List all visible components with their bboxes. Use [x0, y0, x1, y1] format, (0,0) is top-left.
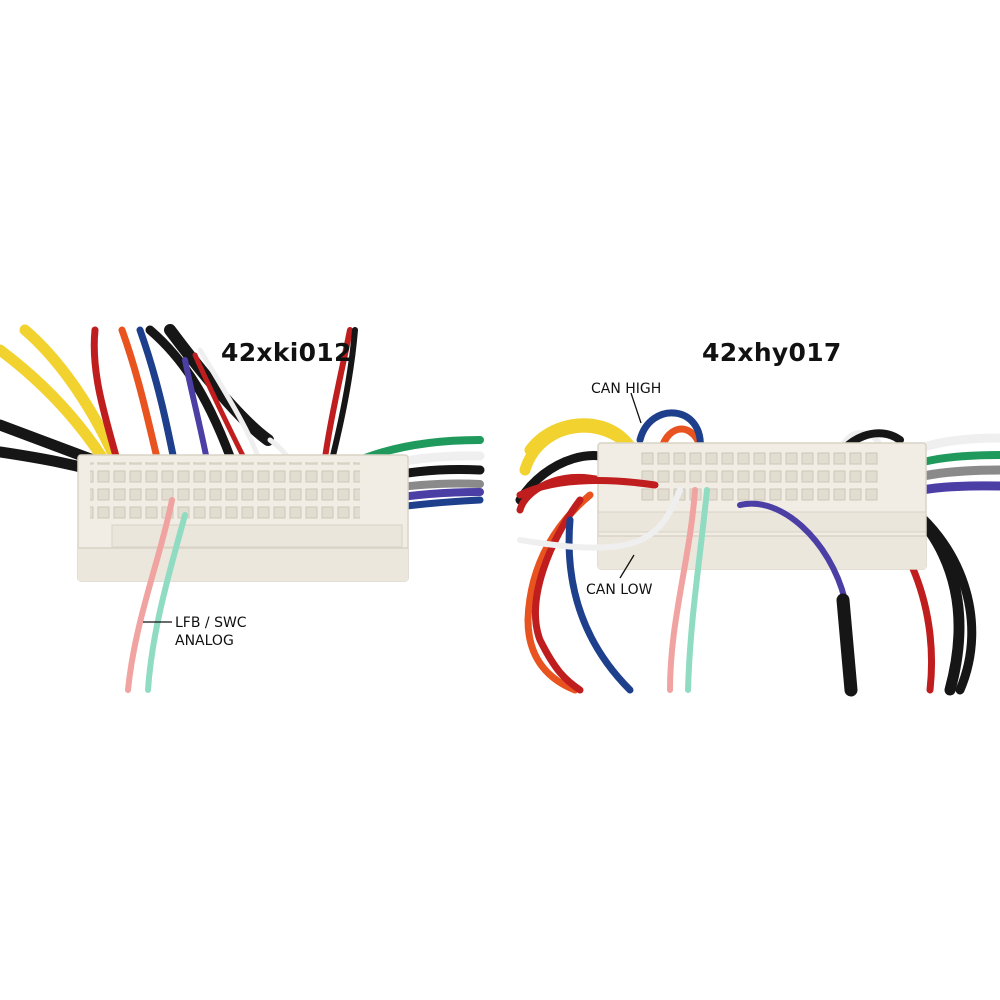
- panel-title-left: 42xki012: [221, 338, 352, 367]
- harness-left: [0, 324, 485, 693]
- callout-lfb-swc-analog: LFB / SWC ANALOG: [175, 614, 247, 650]
- callout-leader-can-high: [630, 392, 642, 424]
- callout-line: CAN HIGH: [591, 381, 662, 397]
- callout-can-high: CAN HIGH: [591, 380, 661, 398]
- callout-can-low: CAN LOW: [586, 581, 652, 599]
- callout-line: CAN LOW: [586, 582, 653, 598]
- panel-title-right: 42xhy017: [702, 338, 842, 367]
- harness-right: [515, 392, 1000, 697]
- callout-leader-can-low: [619, 554, 635, 579]
- callout-line: ANALOG: [175, 633, 234, 649]
- callout-line: LFB / SWC: [175, 615, 247, 631]
